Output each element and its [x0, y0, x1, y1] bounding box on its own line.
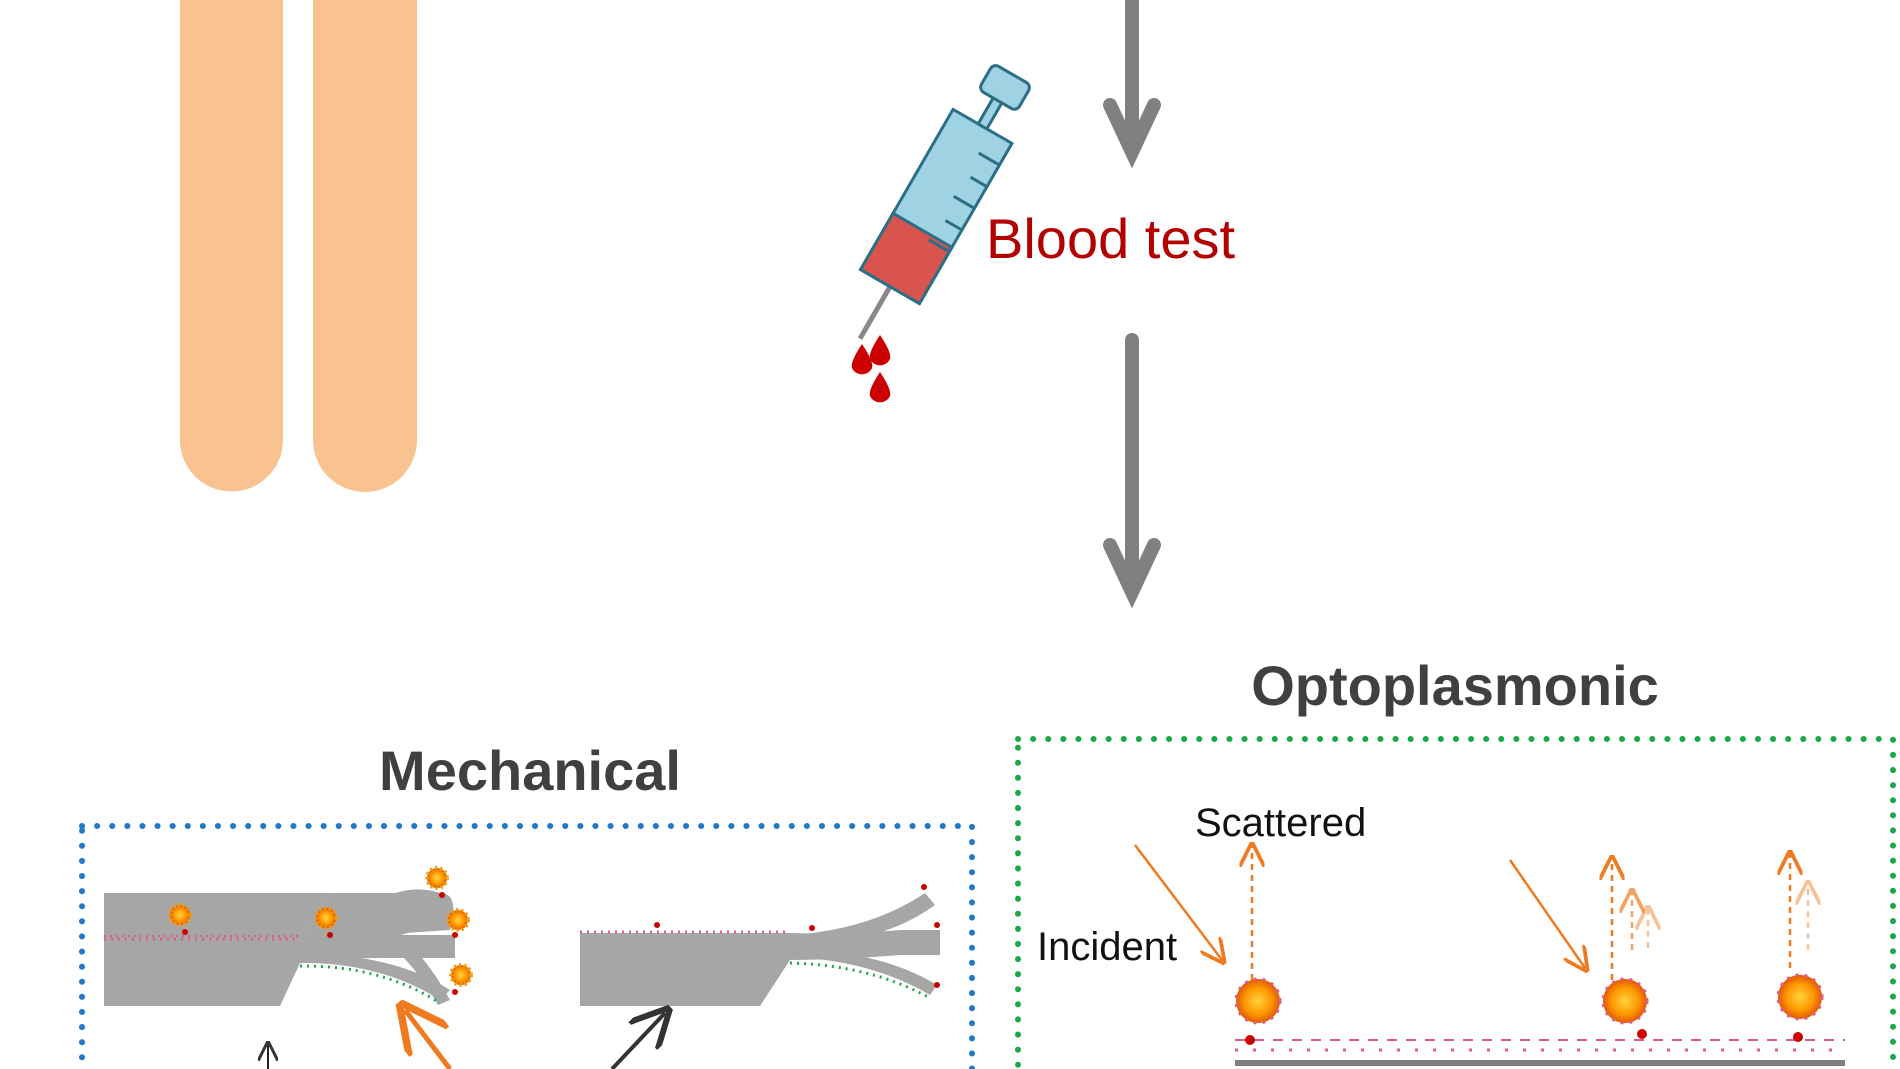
mechanical-title: Mechanical [379, 739, 681, 802]
optoplasmonic-title: Optoplasmonic [1251, 654, 1659, 717]
nanoparticles-mechanical [168, 866, 473, 995]
blood-test-label: Blood test [986, 207, 1235, 270]
optoplasmonic-panel-border [1015, 736, 1896, 1069]
flow-arrow-top [1103, 0, 1161, 169]
mechanical-arrows [268, 1010, 665, 1069]
finger-right [313, 0, 417, 492]
optoplasmonic-surface [1235, 1039, 1845, 1066]
finger-left [180, 0, 283, 492]
scattered-label: Scattered [1195, 801, 1366, 845]
nanoparticles-optoplasmonic [1234, 973, 1824, 1045]
incident-label: Incident [1037, 925, 1177, 969]
blood-drops-icon [851, 335, 891, 403]
flow-arrow-bottom [1103, 333, 1161, 609]
cantilever-right [580, 884, 940, 1006]
light-arrows [1134, 845, 1808, 980]
syringe-icon [857, 64, 1031, 340]
